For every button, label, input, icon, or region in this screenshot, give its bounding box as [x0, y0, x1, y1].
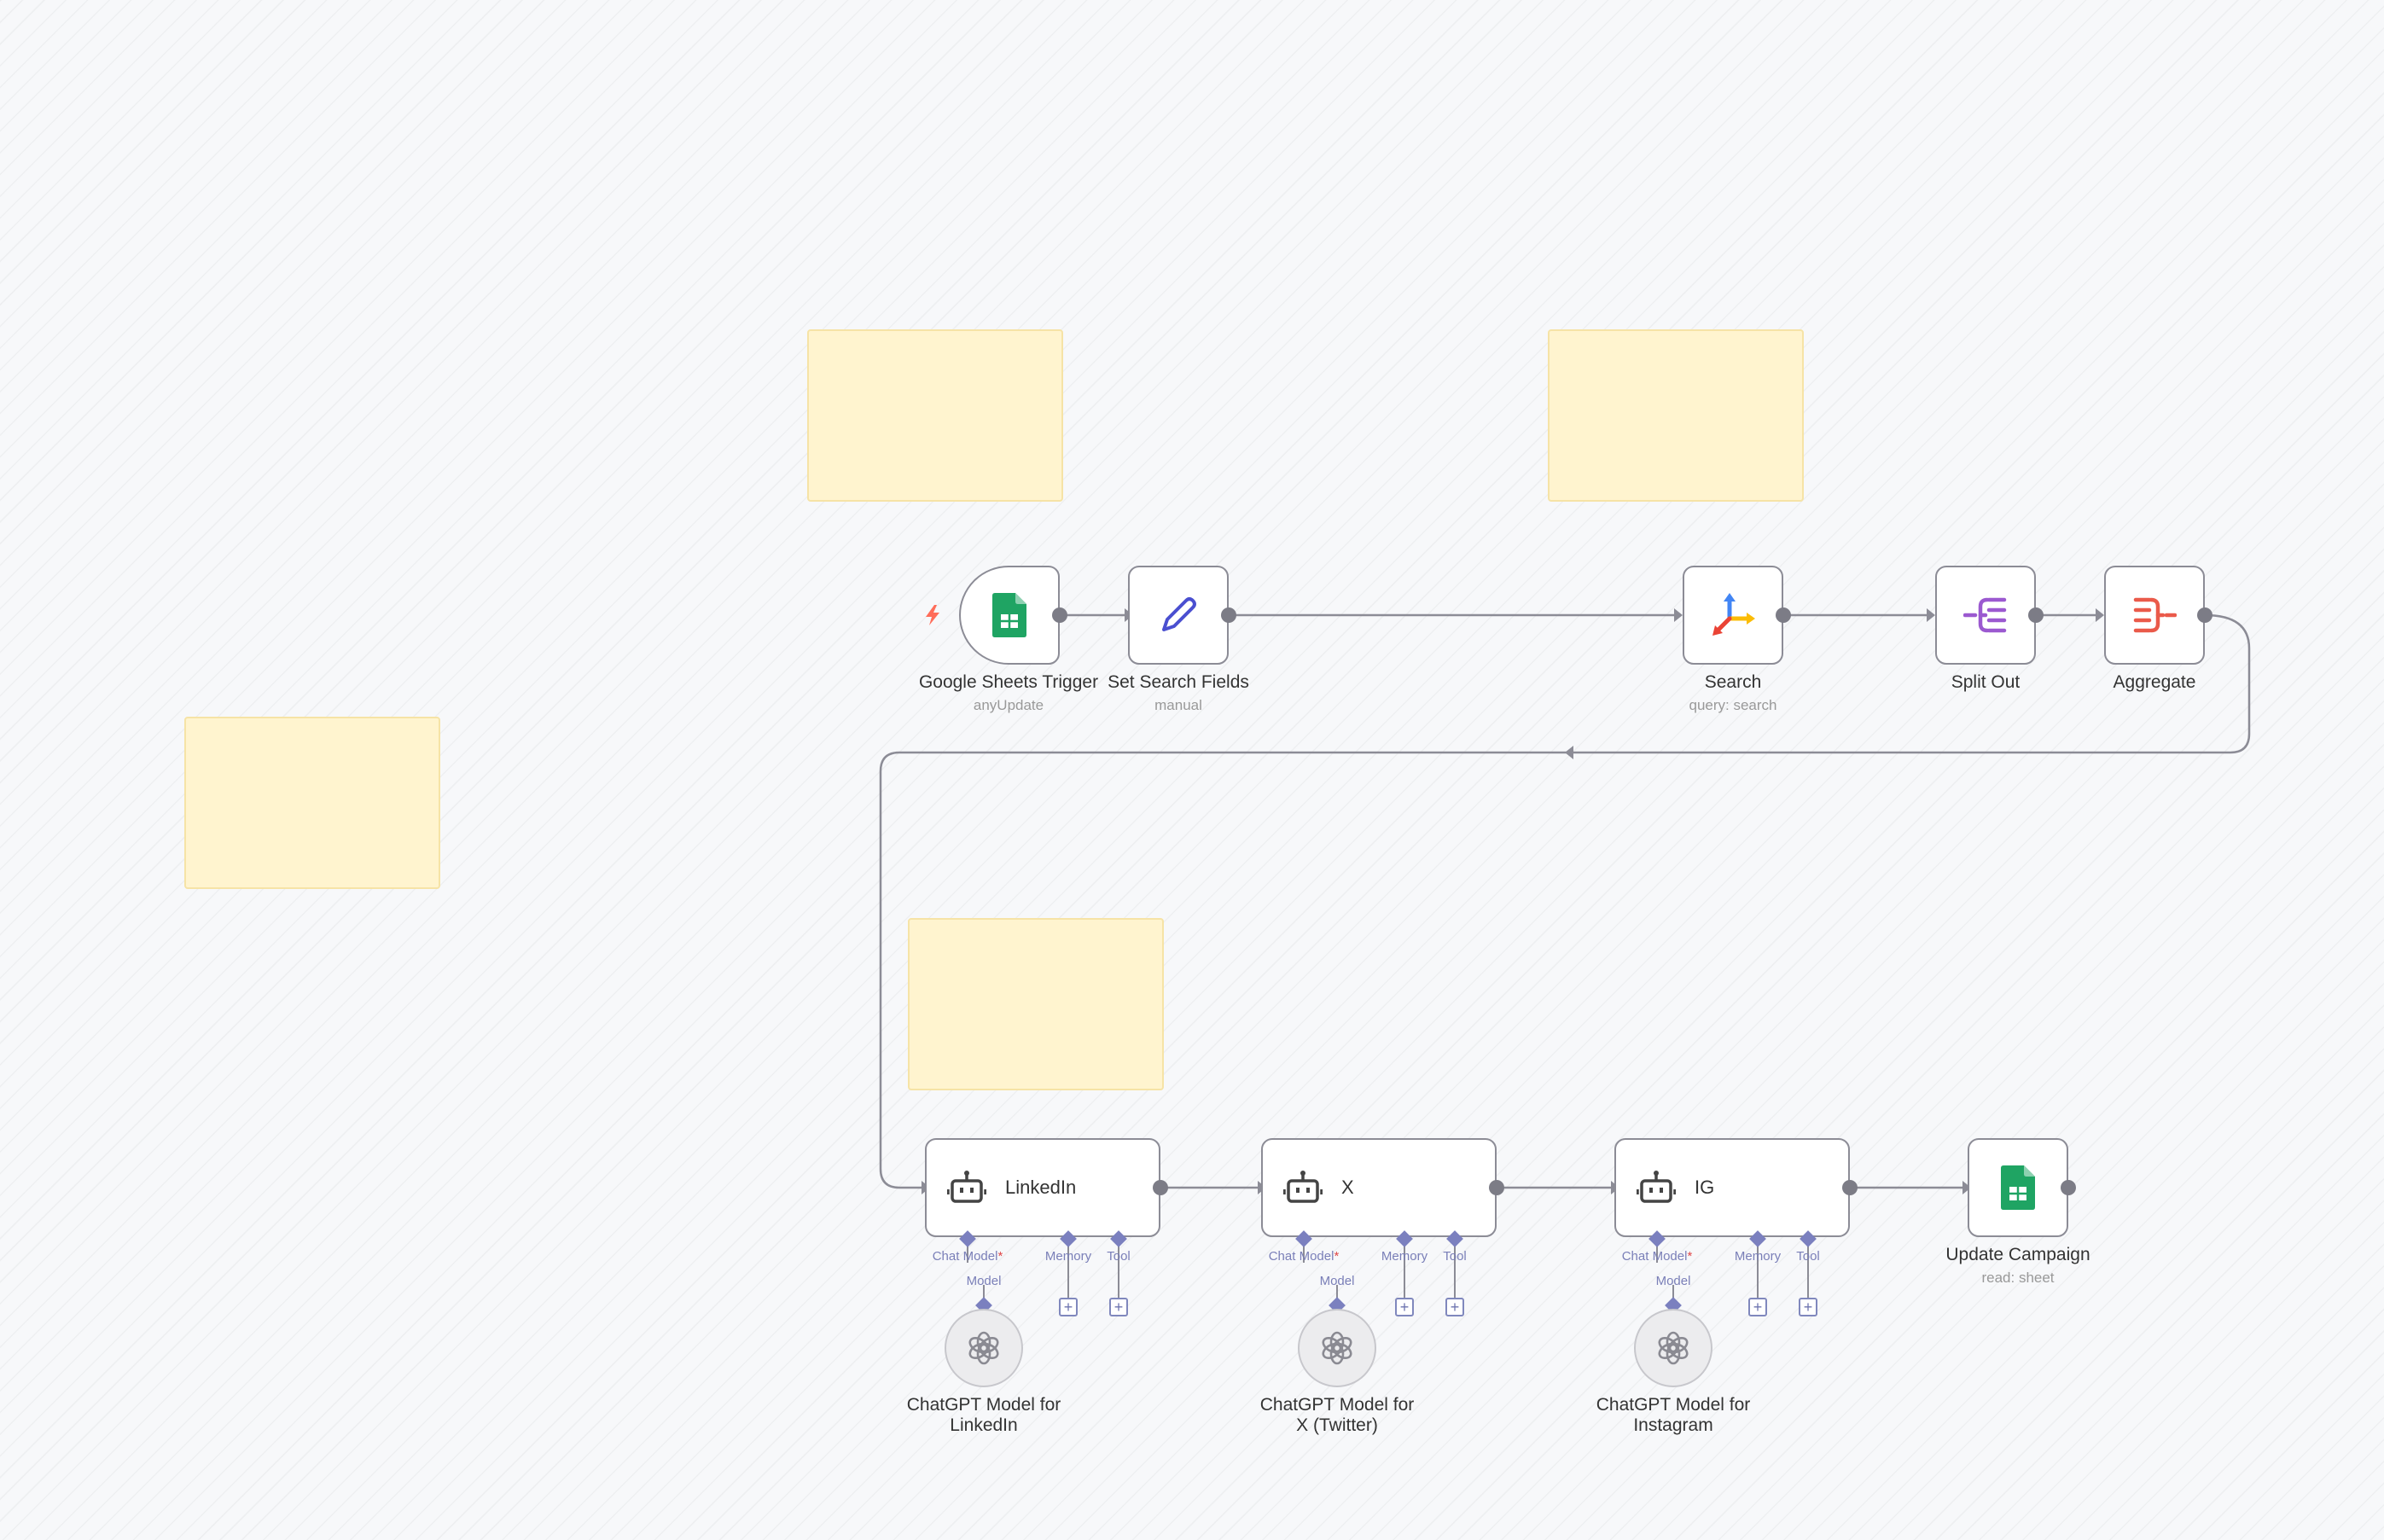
- node-chatgpt-ig[interactable]: [1634, 1309, 1712, 1387]
- sticky-note[interactable]: [184, 717, 440, 889]
- chat-model-label: Chat Model*: [932, 1249, 1003, 1264]
- node-chatgpt-linkedin[interactable]: [945, 1309, 1023, 1387]
- node-title: Google Sheets Trigger: [918, 672, 1099, 692]
- arrowhead: [1927, 608, 1935, 622]
- node-agent-ig[interactable]: IG: [1614, 1138, 1850, 1237]
- tool-label: Tool: [1796, 1249, 1820, 1264]
- memory-label: Memory: [1381, 1249, 1428, 1264]
- node-title: Set Search Fields: [1108, 672, 1249, 692]
- node-agent-x[interactable]: X: [1261, 1138, 1497, 1237]
- node-title: Split Out: [1951, 672, 2021, 692]
- tool-label: Tool: [1443, 1249, 1467, 1264]
- add-memory-button[interactable]: +: [1748, 1298, 1767, 1316]
- tool-label: Tool: [1107, 1249, 1131, 1264]
- google-sheets-icon: [992, 593, 1026, 637]
- memory-label: Memory: [1734, 1249, 1782, 1264]
- node-title: Aggregate: [2113, 672, 2196, 692]
- split-out-icon: [1963, 596, 2008, 634]
- pencil-icon: [1157, 594, 1200, 636]
- add-memory-button[interactable]: +: [1059, 1298, 1078, 1316]
- add-memory-button[interactable]: +: [1395, 1298, 1414, 1316]
- node-subtitle: read: sheet: [1981, 1270, 2055, 1286]
- robot-icon: [1283, 1171, 1323, 1205]
- output-handle[interactable]: [1489, 1180, 1504, 1195]
- model-title-line: ChatGPT Model for: [906, 1395, 1061, 1415]
- agent-title: X: [1341, 1177, 1354, 1198]
- output-handle[interactable]: [1153, 1180, 1168, 1195]
- output-handle[interactable]: [2061, 1180, 2076, 1195]
- model-title-line: Instagram: [1633, 1415, 1713, 1435]
- node-search[interactable]: [1683, 566, 1783, 665]
- node-aggregate[interactable]: [2104, 566, 2205, 665]
- model-label: Model: [1319, 1274, 1355, 1288]
- output-handle[interactable]: [1776, 607, 1791, 623]
- node-title: Search: [1704, 672, 1762, 692]
- add-tool-button[interactable]: +: [1109, 1298, 1128, 1316]
- agent-title: IG: [1695, 1177, 1715, 1198]
- trigger-bolt-icon: [926, 605, 939, 625]
- search-api-icon: [1711, 593, 1755, 637]
- model-title-line: ChatGPT Model for: [1596, 1395, 1751, 1415]
- node-title: Update Campaign: [1945, 1245, 2090, 1264]
- model-title: ChatGPT Model for Instagram: [1579, 1395, 1767, 1436]
- arrowhead: [2096, 608, 2104, 622]
- robot-icon: [1637, 1171, 1676, 1205]
- node-agent-linkedin[interactable]: LinkedIn: [925, 1138, 1160, 1237]
- add-tool-button[interactable]: +: [1445, 1298, 1464, 1316]
- node-split-out[interactable]: [1935, 566, 2036, 665]
- output-handle[interactable]: [1842, 1180, 1858, 1195]
- robot-icon: [947, 1171, 986, 1205]
- node-subtitle: query: search: [1689, 697, 1777, 713]
- output-handle[interactable]: [1052, 607, 1067, 623]
- model-title-line: LinkedIn: [950, 1415, 1018, 1435]
- node-google-sheets-trigger[interactable]: [959, 566, 1060, 665]
- agent-title: LinkedIn: [1005, 1177, 1077, 1198]
- node-set-search-fields[interactable]: [1128, 566, 1229, 665]
- arrowhead: [1962, 1181, 1971, 1194]
- memory-label: Memory: [1044, 1249, 1092, 1264]
- model-label: Model: [966, 1274, 1002, 1288]
- model-title: ChatGPT Model for X (Twitter): [1243, 1395, 1431, 1436]
- sticky-note[interactable]: [908, 918, 1164, 1090]
- node-subtitle: manual: [1154, 697, 1202, 713]
- arrowhead: [1565, 746, 1573, 759]
- output-handle[interactable]: [2028, 607, 2044, 623]
- arrowhead: [1674, 608, 1683, 622]
- aggregate-icon: [2132, 596, 2177, 634]
- output-handle[interactable]: [2197, 607, 2212, 623]
- sticky-note[interactable]: [1548, 329, 1804, 502]
- model-title-line: X (Twitter): [1296, 1415, 1378, 1435]
- openai-icon: [1319, 1330, 1355, 1366]
- model-title-line: ChatGPT Model for: [1259, 1395, 1415, 1415]
- model-title: ChatGPT Model for LinkedIn: [890, 1395, 1078, 1436]
- connection-aggregate-to-linkedin: [879, 613, 2251, 1189]
- chat-model-label: Chat Model*: [1268, 1249, 1340, 1264]
- model-label: Model: [1655, 1274, 1691, 1288]
- openai-icon: [966, 1330, 1002, 1366]
- google-sheets-icon: [2001, 1165, 2035, 1210]
- output-handle[interactable]: [1221, 607, 1236, 623]
- node-update-campaign[interactable]: [1968, 1138, 2068, 1237]
- openai-icon: [1655, 1330, 1691, 1366]
- chat-model-label: Chat Model*: [1621, 1249, 1693, 1264]
- sticky-note[interactable]: [807, 329, 1063, 502]
- node-chatgpt-x[interactable]: [1298, 1309, 1376, 1387]
- node-subtitle: anyUpdate: [973, 697, 1044, 713]
- add-tool-button[interactable]: +: [1799, 1298, 1817, 1316]
